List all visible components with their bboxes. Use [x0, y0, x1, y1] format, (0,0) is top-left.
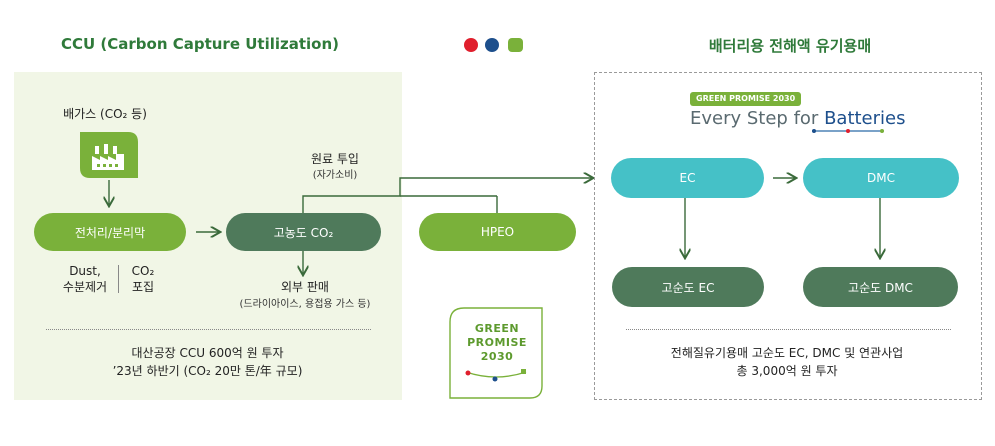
high-purity-ec-node: 고순도 EC [612, 267, 764, 307]
solvent-panel [594, 72, 982, 400]
co2-capture-line2: 포집 [131, 280, 155, 294]
external-sales-detail: (드라이아이스, 용접용 가스 등) [239, 299, 371, 310]
factory-icon [80, 132, 138, 178]
raw-material-input-label: 원료 투입 [311, 152, 359, 166]
left-divider-line [46, 329, 371, 330]
dust-label-line1: Dust, [69, 264, 101, 278]
dust-label-line2: 수분제거 [62, 280, 108, 294]
capacity-text: ’23년 하반기 (CO₂ 20만 톤/年 규모) [112, 364, 303, 378]
tagline-batteries: Batteries [824, 108, 906, 129]
solvent-business-text: 전해질유기용매 고순도 EC, DMC 및 연관사업 [670, 346, 904, 360]
high-purity-dmc-node: 고순도 DMC [803, 267, 958, 307]
tagline: Every Step for Batteries [690, 108, 905, 129]
brand-dots [464, 38, 523, 52]
blue-dot [485, 38, 499, 52]
total-investment-text: 총 3,000억 원 투자 [736, 364, 838, 378]
external-sales-label: 외부 판매 [281, 280, 329, 294]
hpeo-node: HPEO [419, 213, 576, 251]
green-promise-tag: GREEN PROMISE 2030 [690, 92, 802, 106]
dust-removal-label: Dust, 수분제거 [55, 263, 115, 295]
high-concentration-co2-node: 고농도 CO₂ [226, 213, 381, 251]
red-dot [464, 38, 478, 52]
daesan-investment-text: 대산공장 CCU 600억 원 투자 [131, 346, 284, 360]
badge-line2: PROMISE [467, 336, 527, 349]
battery-solvent-title: 배터리용 전해액 유기용매 [708, 37, 872, 55]
exhaust-gas-label: 배가스 (CO₂ 등) [63, 107, 147, 121]
badge-line3: 2030 [480, 350, 514, 363]
divider [118, 265, 119, 293]
ccu-title: CCU (Carbon Capture Utilization) [60, 35, 340, 53]
green-leaf [508, 38, 523, 52]
green-promise-badge-text: GREEN PROMISE 2030 [452, 322, 542, 364]
badge-line1: GREEN [474, 322, 520, 335]
co2-capture-line1: CO₂ [131, 264, 155, 278]
pretreatment-membrane-node: 전처리/분리막 [34, 213, 186, 251]
dmc-node: DMC [803, 158, 959, 198]
green-promise-badge [449, 307, 543, 399]
co2-capture-label: CO₂ 포집 [122, 263, 164, 295]
tagline-underline [812, 129, 884, 133]
tagline-prefix: Every Step for [690, 108, 825, 129]
self-consumption-label: (자가소비) [312, 170, 358, 181]
right-divider-line [626, 329, 951, 330]
ec-node: EC [611, 158, 764, 198]
